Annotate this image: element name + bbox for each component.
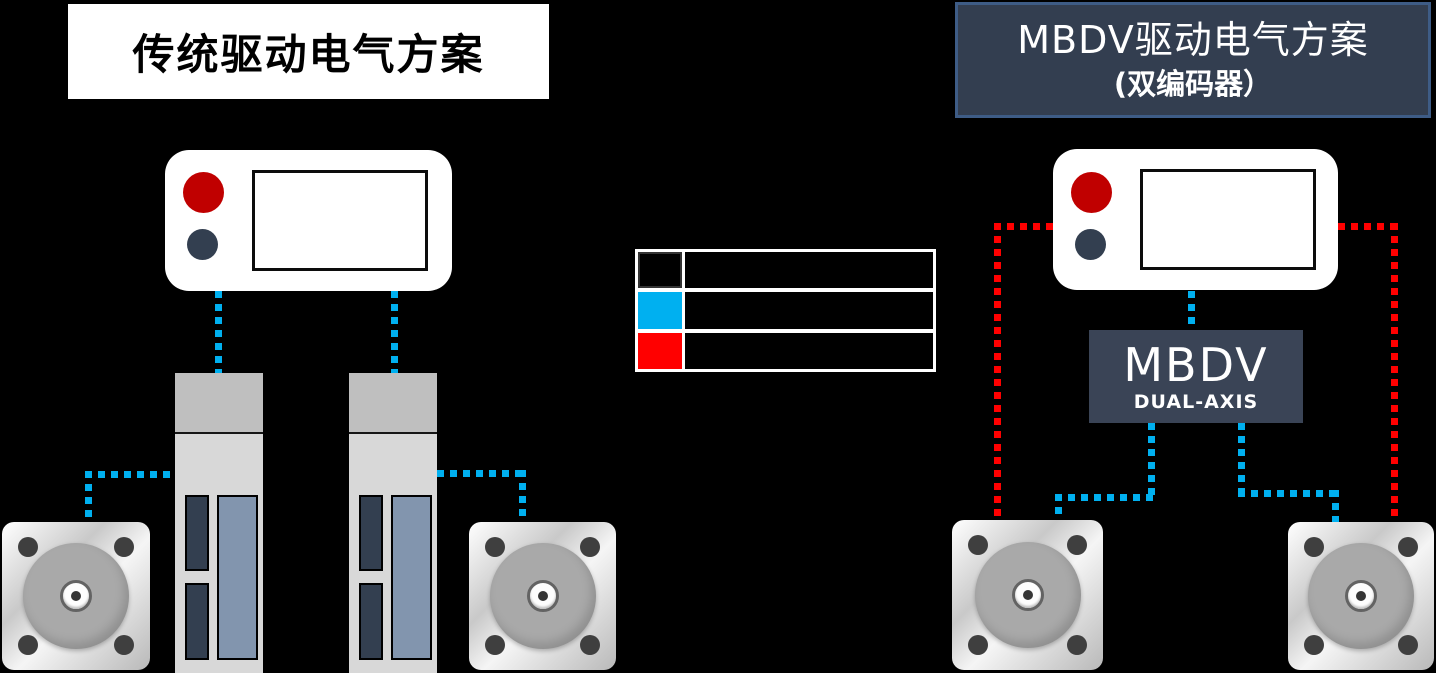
drive-top-block — [349, 373, 437, 434]
drive-top-block — [175, 373, 263, 434]
mount-hole-icon — [18, 537, 38, 557]
cable-blue-mbdv-motor2-v2 — [1332, 490, 1339, 522]
button-icon — [1075, 229, 1106, 260]
power-led-icon — [183, 172, 224, 213]
mount-hole-icon — [1067, 535, 1087, 555]
servo-drive-2 — [349, 373, 437, 673]
drive-connector-2 — [359, 583, 383, 660]
mount-hole-icon — [1304, 537, 1324, 557]
motor-left-1 — [2, 522, 150, 670]
mount-hole-icon — [485, 537, 505, 557]
cable-red-left-v — [994, 223, 1001, 520]
traditional-scheme-title-text: 传统驱动电气方案 — [132, 30, 485, 79]
cable-blue-mbdv-motor2-h — [1238, 490, 1339, 497]
legend-swatch-red — [638, 332, 682, 369]
cable-blue-ctrl-mbdv — [1188, 291, 1195, 330]
display-screen — [1140, 169, 1316, 270]
left-controller — [165, 150, 452, 291]
motor-shaft-icon — [1345, 580, 1377, 612]
cable-blue-mbdv-motor1-v1 — [1148, 423, 1155, 501]
motor-shaft-icon — [60, 580, 92, 612]
motor-rotor — [1308, 543, 1414, 649]
mbdv-scheme-title-text: MBDV驱动电气方案 — [1017, 18, 1369, 62]
motor-right-2 — [1288, 522, 1434, 670]
mbdv-sublabel: DUAL-AXIS — [1133, 390, 1259, 413]
motor-left-2 — [469, 522, 616, 670]
motor-rotor — [489, 543, 596, 649]
power-led-icon — [1071, 172, 1112, 213]
right-controller — [1053, 149, 1338, 290]
legend-label — [685, 252, 933, 289]
motor-rotor — [974, 542, 1081, 648]
mount-hole-icon — [1304, 635, 1324, 655]
drive-panel — [391, 495, 432, 660]
mount-hole-icon — [968, 535, 988, 555]
mount-hole-icon — [18, 635, 38, 655]
drive-connector-1 — [185, 495, 209, 571]
legend-label — [685, 292, 933, 329]
mount-hole-icon — [1398, 635, 1418, 655]
cable-red-left-h — [994, 223, 1053, 230]
motor-rotor — [23, 543, 129, 649]
mount-hole-icon — [580, 635, 600, 655]
legend-swatch-black — [638, 252, 682, 289]
cable-blue-drive2-motor-h — [437, 470, 526, 477]
cable-blue-drive1-motor-v — [85, 471, 92, 522]
mount-hole-icon — [968, 635, 988, 655]
motor-shaft-icon — [1011, 579, 1044, 611]
cable-blue-drive1-motor-h — [85, 471, 175, 478]
cable-blue-ctrl-drive2 — [391, 291, 398, 373]
cable-blue-mbdv-motor1-v2 — [1055, 494, 1062, 520]
mbdv-scheme-subtitle-text: (双编码器） — [1113, 67, 1273, 101]
cable-blue-mbdv-motor1-h — [1055, 494, 1155, 501]
mount-hole-icon — [580, 537, 600, 557]
mbdv-dual-axis-drive: MBDV DUAL-AXIS — [1089, 330, 1303, 423]
motor-right-1 — [952, 520, 1103, 670]
cable-red-right-h — [1338, 223, 1398, 230]
drive-connector-1 — [359, 495, 383, 571]
legend-swatch-blue — [638, 292, 682, 329]
mbdv-label: MBDV — [1123, 337, 1269, 392]
legend — [635, 249, 936, 372]
cable-blue-mbdv-motor2-v1 — [1238, 423, 1245, 497]
traditional-scheme-title: 传统驱动电气方案 — [68, 4, 549, 99]
mount-hole-icon — [1067, 635, 1087, 655]
legend-row — [638, 292, 933, 329]
drive-connector-2 — [185, 583, 209, 660]
servo-drive-1 — [175, 373, 263, 673]
mount-hole-icon — [114, 537, 134, 557]
display-screen — [252, 170, 428, 271]
cable-red-right-v — [1391, 223, 1398, 522]
mount-hole-icon — [1398, 537, 1418, 557]
mount-hole-icon — [485, 635, 505, 655]
cable-blue-ctrl-drive1 — [215, 291, 222, 373]
legend-row — [638, 252, 933, 289]
mount-hole-icon — [114, 635, 134, 655]
legend-label — [685, 332, 933, 369]
drive-panel — [217, 495, 258, 660]
motor-shaft-icon — [526, 580, 559, 612]
legend-row — [638, 332, 933, 369]
cable-blue-drive2-motor-v — [519, 470, 526, 522]
mbdv-scheme-title: MBDV驱动电气方案 (双编码器） — [955, 2, 1431, 118]
button-icon — [187, 229, 218, 260]
